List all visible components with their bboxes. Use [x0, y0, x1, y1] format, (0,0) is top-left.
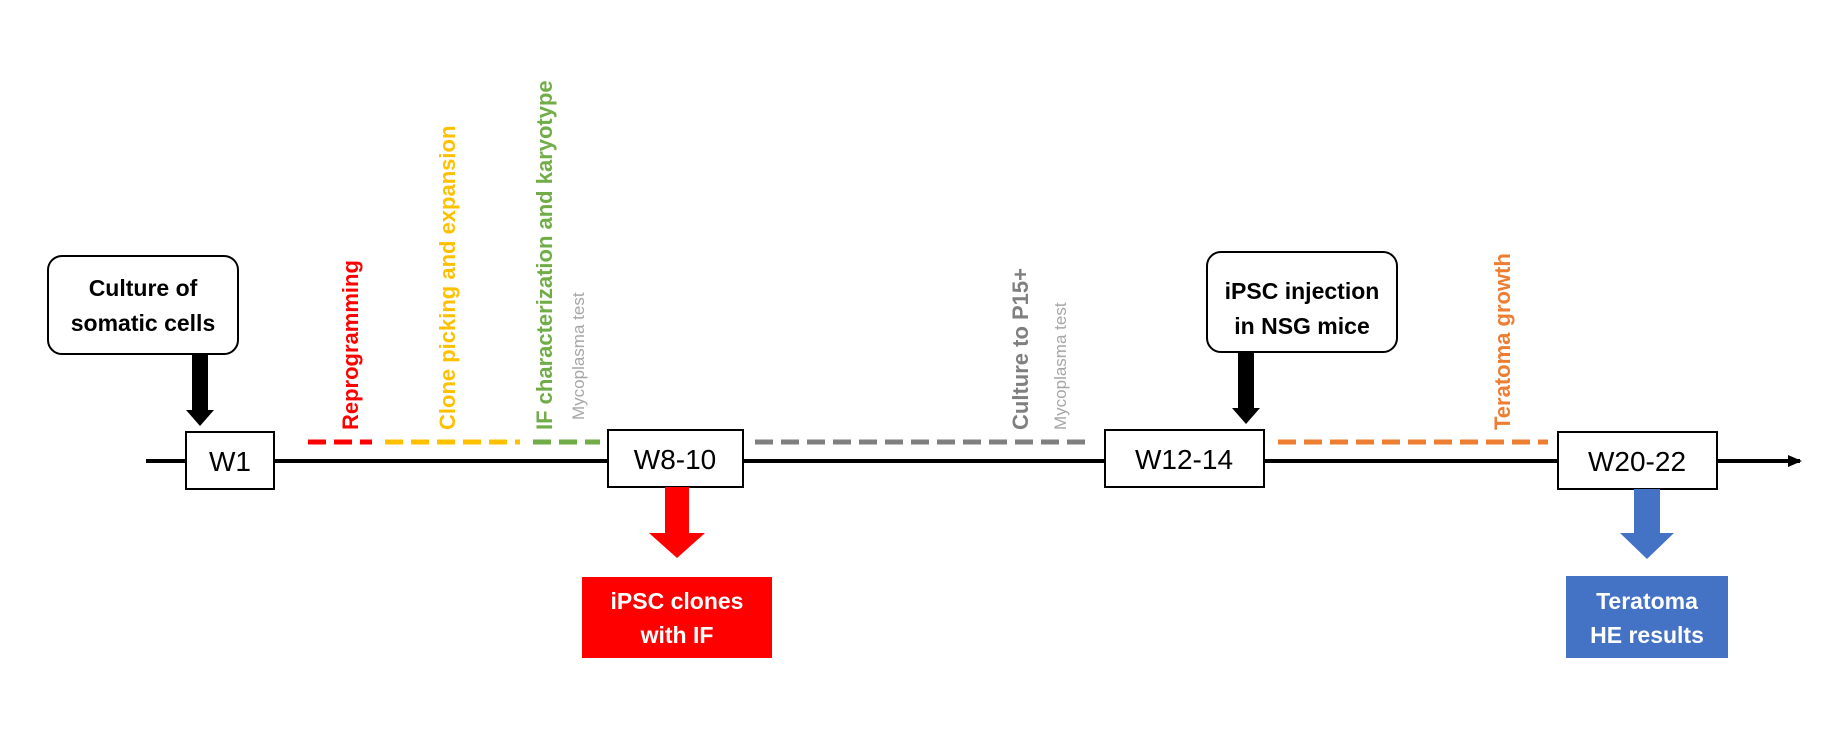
teratoma-result-arrow-head	[1620, 533, 1674, 559]
ipsc-injection-callout	[1206, 251, 1398, 353]
milestone-w8-10-label: W8-10	[634, 444, 716, 475]
milestone-w20-22-box	[1557, 431, 1718, 490]
milestone-w1-label: W1	[209, 446, 251, 477]
teratoma-growth-label: Teratoma growth	[1490, 253, 1515, 430]
ipsc-clones-result-box	[582, 577, 772, 658]
culture-somatic-line-2: somatic cells	[71, 310, 215, 336]
teratoma-he-line-2: HE results	[1590, 622, 1704, 648]
clone-picking-label: Clone picking and expansion	[435, 126, 460, 430]
teratoma-he-line-1: Teratoma	[1596, 588, 1698, 614]
culture-arrow-shaft	[192, 354, 208, 412]
milestone-w12-14-box	[1104, 429, 1265, 488]
teratoma-he-result-box	[1566, 576, 1728, 658]
culture-arrow-head	[186, 410, 214, 426]
mycoplasma-test-label-2: Mycoplasma test	[1051, 302, 1070, 430]
culture-somatic-line-1: Culture of	[89, 275, 198, 301]
ipsc-injection-line-1: iPSC injection	[1225, 278, 1380, 304]
injection-arrow-shaft	[1238, 352, 1254, 410]
milestone-w12-14-label: W12-14	[1135, 444, 1233, 475]
culture-p15-label: Culture to P15+	[1008, 268, 1033, 430]
mycoplasma-test-label-1: Mycoplasma test	[569, 292, 588, 420]
ipsc-clones-line-2: with IF	[640, 622, 714, 648]
culture-somatic-callout	[47, 255, 239, 355]
reprogramming-label: Reprogramming	[338, 260, 363, 430]
teratoma-result-arrow-shaft	[1634, 489, 1660, 535]
ipsc-result-arrow-shaft	[665, 487, 689, 535]
ipsc-injection-line-2: in NSG mice	[1234, 313, 1369, 339]
injection-arrow-head	[1232, 408, 1260, 424]
ipsc-clones-line-1: iPSC clones	[611, 588, 744, 614]
milestone-w1-box	[185, 431, 275, 490]
milestone-w20-22-label: W20-22	[1588, 446, 1686, 477]
ipsc-result-arrow-head	[649, 533, 705, 558]
if-karyotype-label: IF characterization and karyotype	[532, 80, 557, 430]
